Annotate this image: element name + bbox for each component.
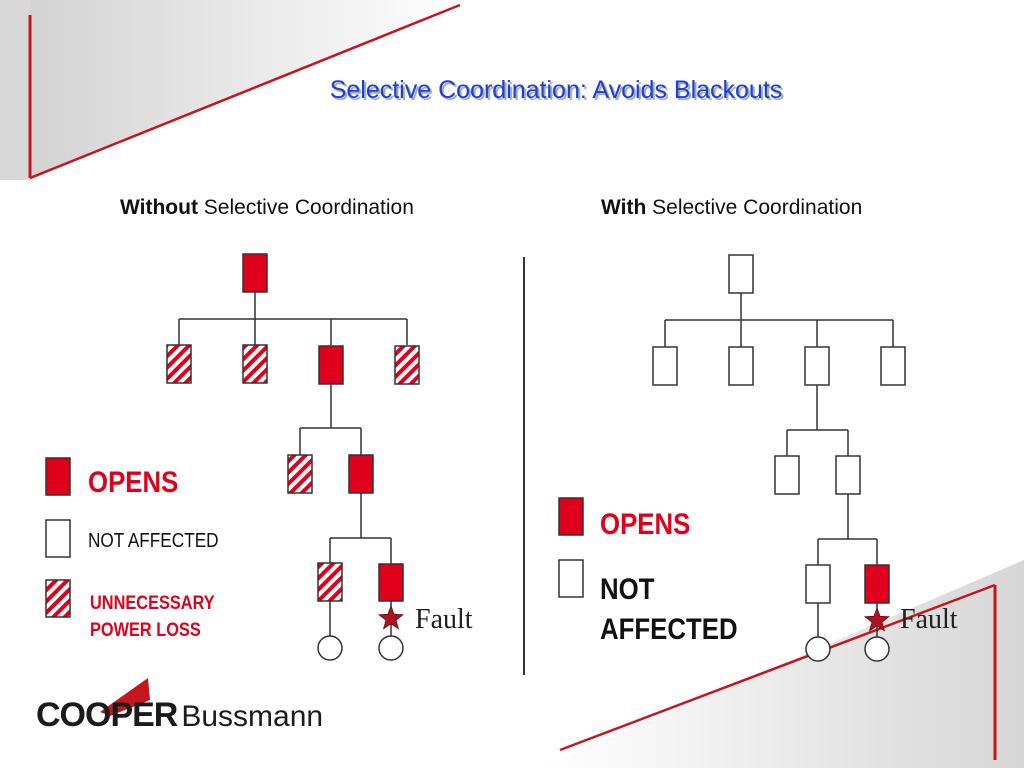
branch-1-unnecessary-loss	[317, 562, 343, 602]
feeder-4-not-affected	[880, 346, 906, 386]
subfeeder-2-not-affected	[835, 455, 861, 495]
subfeeder-1-not-affected	[774, 455, 800, 495]
fault-star-icon	[377, 604, 405, 630]
legend-opens-swatch	[558, 497, 584, 536]
feeder-3-not-affected	[804, 346, 830, 386]
feeder-1-not-affected	[652, 346, 678, 386]
feeder-2-not-affected	[728, 346, 754, 386]
legend-unnecessary-swatch	[45, 579, 71, 618]
legend-not-affected-line2: AFFECTED	[600, 613, 738, 646]
load-1	[805, 636, 831, 662]
feeder-1-unnecessary-loss	[166, 344, 192, 384]
legend-not-affected-swatch	[45, 519, 71, 558]
load-2	[378, 635, 404, 661]
feeder-3-opens	[318, 345, 344, 385]
slide-title: Selective Coordination: Avoids Blackouts	[329, 76, 783, 104]
legend-not-affected-label: NOT AFFECTED	[88, 530, 219, 552]
branch-1-not-affected	[805, 564, 831, 604]
legend-opens-label: OPENS	[600, 508, 691, 541]
logo-swoosh	[100, 678, 150, 716]
legend-unnecessary-label: UNNECESSARY POWER LOSS	[90, 590, 215, 644]
load-2	[864, 636, 890, 662]
logo-brand-bold: COOPER	[36, 696, 178, 734]
right-panel-heading: With Selective Coordination	[601, 196, 862, 220]
load-1	[317, 635, 343, 661]
branch-2-opens	[864, 564, 890, 604]
feeder-2-unnecessary-loss	[242, 344, 268, 384]
subfeeder-1-unnecessary-loss	[287, 454, 313, 494]
legend-not-affected-label: NOT AFFECTED	[600, 570, 746, 650]
fault-label-left: Fault	[415, 604, 473, 635]
left-heading-bold: Without	[120, 196, 198, 219]
branch-2-opens	[378, 563, 404, 602]
legend-unnecessary-line2: POWER LOSS	[90, 620, 201, 641]
legend-opens-swatch	[45, 457, 71, 496]
legend-unnecessary-line1: UNNECESSARY	[90, 593, 215, 614]
fault-star-icon	[863, 606, 891, 632]
logo-brand-rest: Bussmann	[181, 700, 324, 733]
left-heading-rest: Selective Coordination	[197, 196, 414, 219]
main-device-opens	[242, 253, 268, 293]
subfeeder-2-opens	[348, 454, 374, 494]
left-panel-heading: Without Selective Coordination	[120, 196, 414, 220]
fault-label-right: Fault	[900, 604, 958, 635]
legend-not-affected-swatch	[558, 559, 584, 598]
feeder-4-unnecessary-loss	[394, 345, 420, 385]
legend-not-affected-line1: NOT	[600, 573, 655, 606]
right-heading-rest: Selective Coordination	[646, 196, 863, 219]
legend-opens-label: OPENS	[88, 466, 179, 499]
right-heading-bold: With	[601, 196, 647, 219]
main-device-not-affected	[728, 254, 754, 294]
